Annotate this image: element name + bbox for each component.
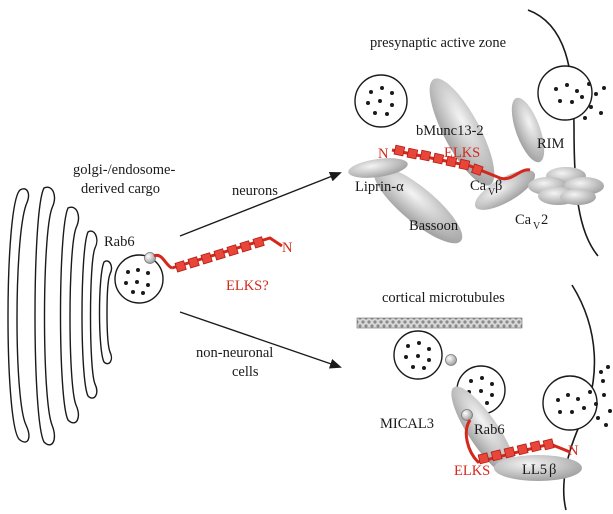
cav2-label: Ca V 2 [515, 212, 548, 232]
n-terminus-left: N [282, 240, 293, 256]
fusing-vesicle-bottom [542, 365, 612, 431]
liprin-label: Liprin-α [355, 179, 404, 195]
cav2-channel [528, 167, 604, 205]
golgi-apparatus [7, 186, 113, 446]
elks-chain-top [391, 144, 531, 181]
svg-text:2: 2 [541, 212, 548, 228]
cargo-vesicle-microtubule [393, 330, 443, 380]
cargo-label-line1: golgi-/endosome- [73, 162, 175, 178]
bassoon-label: Bassoon [409, 218, 459, 234]
presynaptic-membrane [527, 9, 599, 257]
rab6-ball-left [144, 252, 156, 264]
mical3-label: MICAL3 [380, 416, 434, 432]
cargo-vesicle-left [114, 254, 164, 304]
svg-text:β: β [495, 178, 502, 194]
svg-text:β: β [549, 462, 556, 478]
rim-label: RIM [537, 136, 565, 152]
svg-text:LL5: LL5 [522, 462, 547, 478]
rab6-label-left: Rab6 [104, 234, 135, 250]
synaptic-vesicle-top-left [354, 74, 408, 128]
elks-label-top: ELKS [444, 145, 480, 161]
rab6-ball-cortex [461, 409, 473, 421]
cavbeta-protein [474, 170, 536, 210]
docked-vesicle-top [537, 65, 606, 121]
ll5beta-protein [494, 455, 582, 481]
elks-question-label: ELKS? [226, 278, 269, 294]
non-neuronal-label-line2: cells [232, 364, 259, 380]
n-terminus-bottom: N [568, 443, 579, 459]
elks-chain-bottom [464, 419, 571, 465]
n-terminus-top: N [378, 146, 389, 162]
elks-chain-left [153, 236, 283, 273]
svg-text:Ca: Ca [515, 212, 532, 228]
bassoon-protein [373, 166, 463, 244]
neurons-label: neurons [232, 183, 278, 199]
svg-text:Ca: Ca [470, 178, 487, 194]
cargo-label-line2: derived cargo [81, 181, 160, 197]
bottom-panel-title: cortical microtubules [382, 290, 505, 306]
cavbeta-label: Ca V β [470, 178, 502, 198]
microtubule [356, 317, 523, 329]
arrow-to-non-neuronal [179, 311, 342, 369]
elks-label-bottom: ELKS [454, 463, 490, 479]
liprin-protein [348, 158, 408, 178]
rab6-ball-microtubule [445, 354, 457, 366]
top-panel-title: presynaptic active zone [370, 35, 506, 51]
bmunc13-protein [429, 78, 495, 186]
non-neuronal-label-line1: non-neuronal [196, 345, 273, 361]
ll5beta-label: LL5 β [522, 462, 556, 478]
svg-text:V: V [533, 221, 541, 232]
bmunc13-label: bMunc13-2 [416, 123, 484, 139]
rab6-label-bottom: Rab6 [474, 422, 505, 438]
arrow-to-neurons [179, 172, 342, 237]
svg-text:V: V [488, 187, 496, 198]
rim-protein [511, 97, 545, 163]
